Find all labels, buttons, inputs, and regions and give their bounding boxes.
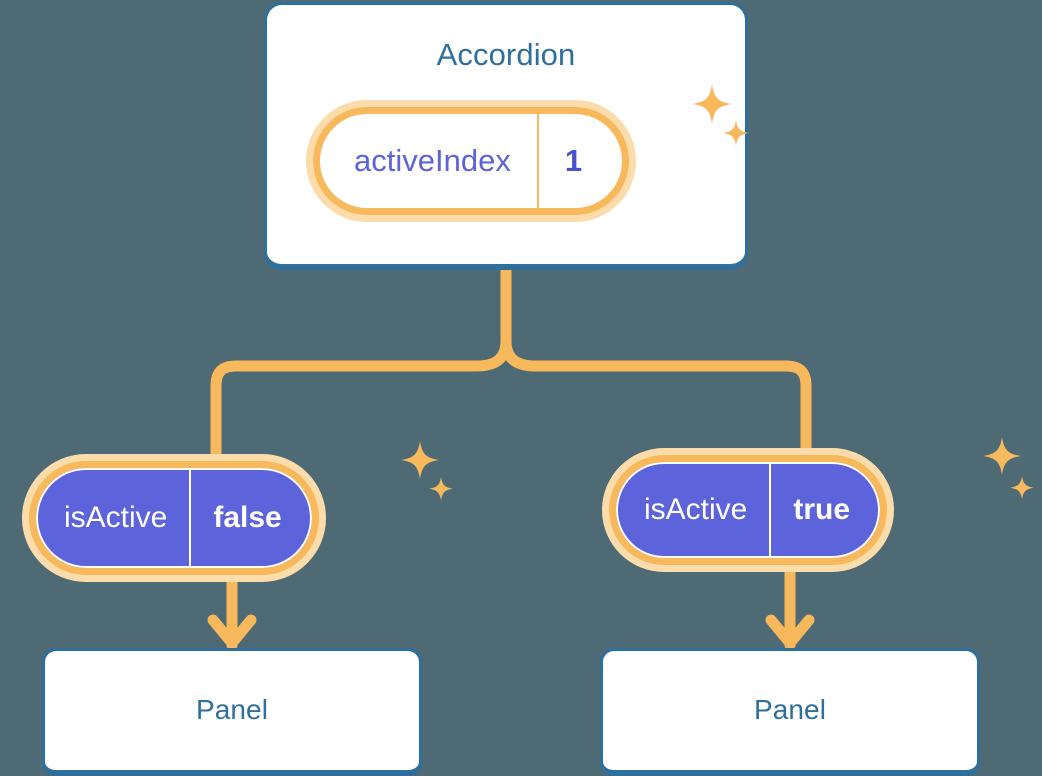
panel-card-right[interactable]: Panel [600,648,980,776]
state-key-label: activeIndex [354,143,511,178]
state-badge-active-index[interactable]: activeIndex 1 [306,100,637,222]
state-badge-inner: isActive true [609,455,888,565]
accordion-title: Accordion [436,37,576,72]
state-key-label: isActive [64,501,168,534]
state-key-label: isActive [644,493,748,526]
state-badge-is-active-right[interactable]: isActive true [602,448,895,572]
arrow-head-left-icon [207,614,257,649]
state-badge-inner: activeIndex 1 [313,107,630,215]
branch-connector [500,265,812,458]
panel-title: Panel [195,694,269,725]
panel-card-left[interactable]: Panel [42,648,422,776]
panel-title: Panel [753,694,827,725]
state-badge-inner: isActive false [29,461,319,575]
state-value-label: true [769,462,880,558]
state-value-label: false [189,468,311,568]
branch-connector-left-arm [210,335,512,464]
arrow-head-right-icon [765,614,815,649]
state-badge-is-active-left[interactable]: isActive false [22,454,326,582]
sparkle-icon [401,441,453,501]
sparkle-icon [983,437,1034,500]
state-value-label: 1 [536,114,622,208]
